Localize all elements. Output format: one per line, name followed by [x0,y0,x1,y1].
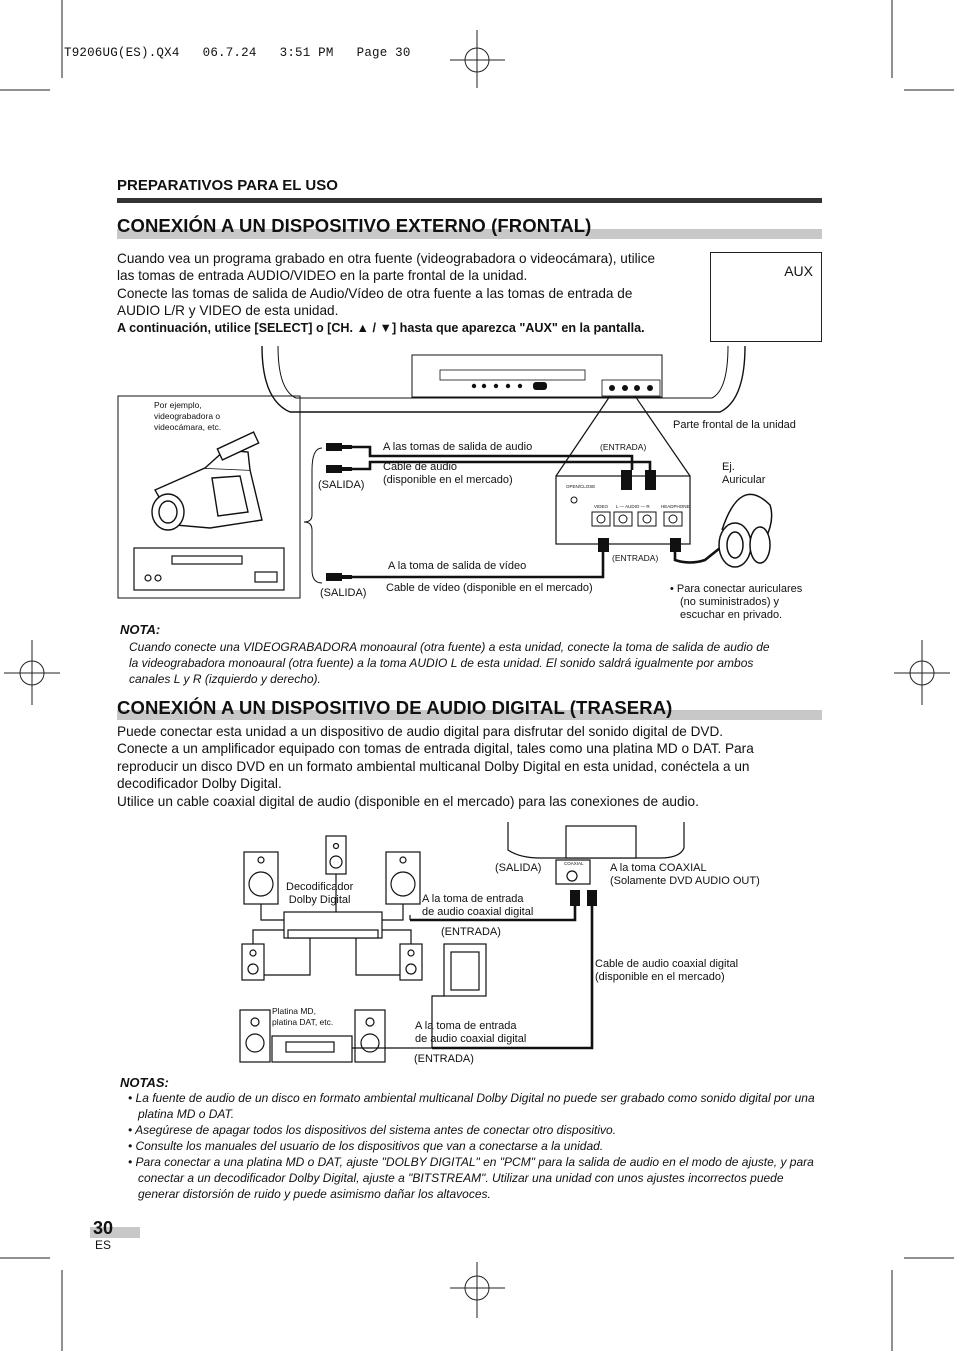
section2-body: Puede conectar esta unidad a un disposit… [117,723,827,810]
coax-in-2-line: de audio coaxial digital [415,1033,527,1045]
caption-line: Por ejemplo, [154,400,202,410]
section1-title: CONEXIÓN A UN DISPOSITIVO EXTERNO (FRONT… [117,215,592,236]
headphone-note-line: (no suministrados) y [680,596,780,608]
coax-in-1-label: A la toma de entrada de audio coaxial di… [422,893,533,919]
section1-line: Conecte las tomas de salida de Audio/Víd… [117,285,633,301]
notas-label: NOTAS: [120,1075,169,1090]
section2-line: Utilice un cable coaxial digital de audi… [117,793,699,809]
entrada-label-audio: (ENTRADA) [600,442,647,452]
md-deck-line: Platina MD, [272,1006,316,1016]
section1-line: las tomas de entrada AUDIO/VIDEO en la p… [117,268,528,284]
nota-line: Cuando conecte una VIDEOGRABADORA monoau… [129,640,770,654]
audio-out-label: A las tomas de salida de audio [383,441,533,453]
coax-cable-line: (disponible en el mercado) [595,971,725,983]
headphone-note-line: • Para conectar auriculares [670,583,803,595]
lang-code: ES [95,1238,112,1252]
panel-audio: L — AUDIO — R [616,504,650,509]
title-bar-2 [117,710,822,720]
panel-open-close: OPEN/CLOSE [566,484,596,489]
nota-line: canales L y R (izquierdo y derecho). [129,672,321,687]
coax-in-2-line: A la toma de entrada [415,1020,517,1032]
title-bar-1 [117,229,822,239]
nota-line: la videograbadora monoaural (otra fuente… [129,656,754,671]
video-cable-label: Cable de vídeo (disponible en el mercado… [386,582,593,594]
section1-bold-line: A continuación, utilice [SELECT] o [CH. … [117,320,645,335]
aux-screen: AUX [710,252,822,342]
headphone-note: • Para conectar auriculares (no suminist… [670,583,802,622]
nota-item: • La fuente de audio de un disco en form… [128,1091,815,1121]
panel-headphone: HEADPHONE [661,504,690,509]
coaxial-jack-label: A la toma COAXIAL (Solamente DVD AUDIO O… [610,862,760,888]
salida-label-audio: (SALIDA) [318,479,365,491]
coaxial-jack-line: (Solamente DVD AUDIO OUT) [610,875,760,887]
video-out-label: A la toma de salida de vídeo [388,560,527,572]
coax-in-1-line: de audio coaxial digital [422,906,534,918]
audio-cable-line: Cable de audio [383,461,458,473]
decoder-line: Decodificador [286,881,354,893]
headphone-note-line: escuchar en privado. [680,609,783,621]
page-number: 30 [93,1218,114,1238]
coaxial-small-label: COAXIAL [564,861,584,866]
coax-in-1-line: A la toma de entrada [422,893,524,905]
decoder-line: Dolby Digital [288,894,351,906]
panel-video: VIDEO [594,504,609,509]
salida-label: (SALIDA) [495,862,542,874]
entrada-label-1: (ENTRADA) [441,926,501,938]
section-label: PREPARATIVOS PARA EL USO [117,177,338,194]
coax-cable-line: Cable de audio coaxial digital [595,958,739,970]
headphone-label: Ej. Auricular [722,461,765,487]
section2-title: CONEXIÓN A UN DISPOSITIVO DE AUDIO DIGIT… [117,697,673,718]
md-deck-label: Platina MD, platina DAT, etc. [272,1006,333,1028]
decoder-label: Decodificador Dolby Digital [286,881,353,907]
headphone-label-line: Ej. [722,461,735,473]
section2-line: decodificador Dolby Digital. [117,776,282,792]
coax-cable-label: Cable de audio coaxial digital (disponib… [595,958,738,984]
aux-label: AUX [784,263,813,279]
coaxial-jack-line: A la toma COAXIAL [610,862,707,874]
front-panel-label: Parte frontal de la unidad [673,419,796,431]
nota-item: • Asegúrese de apagar todos los disposit… [128,1123,617,1137]
notas-list: • La fuente de audio de un disco en form… [128,1090,828,1202]
section2-line: Conecte a un amplificador equipado con t… [117,741,754,757]
nota-item: • Consulte los manuales del usuario de l… [128,1139,604,1153]
section1-line: Cuando vea un programa grabado en otra f… [117,251,656,266]
section2-line: Puede conectar esta unidad a un disposit… [117,724,724,739]
headphone-label-line: Auricular [722,474,766,486]
audio-cable-line: (disponible en el mercado) [383,474,513,486]
source-caption: Por ejemplo, videograbadora o videocámar… [154,400,221,433]
section1-line: AUDIO L/R y VIDEO de esta unidad. [117,303,339,319]
caption-line: videograbadora o [154,411,221,421]
section2-line: reproducir un disco DVD en un formato am… [117,758,750,774]
entrada-label-2: (ENTRADA) [414,1053,474,1065]
nota-item: • Para conectar a una platina MD o DAT, … [128,1155,814,1201]
nota-label: NOTA: [120,622,161,637]
caption-line: videocámara, etc. [154,422,222,432]
salida-label-video: (SALIDA) [320,587,367,599]
entrada-label-video: (ENTRADA) [612,553,659,563]
section1-body: Cuando vea un programa grabado en otra f… [117,250,707,337]
nota-text: Cuando conecte una VIDEOGRABADORA monoau… [129,639,829,688]
page-number-bar [90,1227,140,1238]
md-deck-line: platina DAT, etc. [272,1017,334,1027]
print-header: T9206UG(ES).QX4 06.7.24 3:51 PM Page 30 [64,46,411,60]
audio-cable-label: Cable de audio (disponible en el mercado… [383,461,513,487]
section-rule [117,198,822,203]
coax-in-2-label: A la toma de entrada de audio coaxial di… [415,1020,526,1046]
